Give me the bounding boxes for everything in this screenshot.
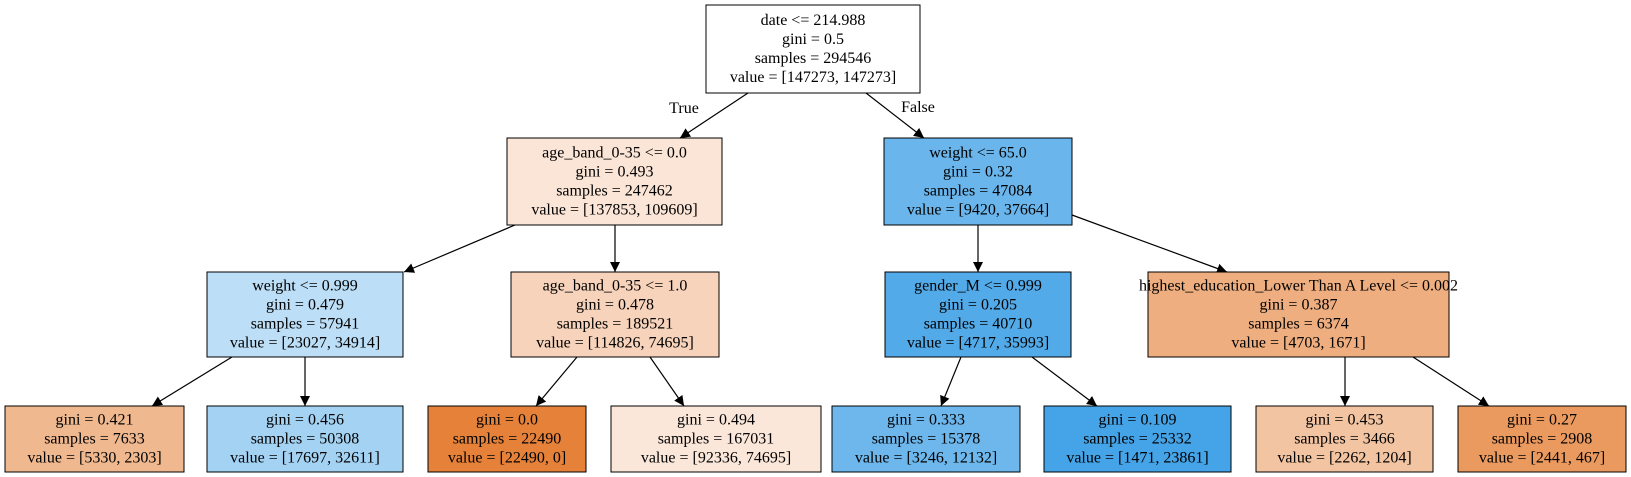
tree-node-l6: gini = 0.109 samples = 25332 value = [1471… <box>1043 405 1232 473</box>
tree-node-l4: gini = 0.494 samples = 167031 value = [923… <box>610 405 822 473</box>
nodes-layer: date <= 214.988 gini = 0.5 samples = 29454… <box>4 4 1627 473</box>
node-text-line: gini = 0.0 <box>476 412 538 429</box>
node-text-line: gini = 0.109 <box>1099 412 1177 429</box>
node-text-line: samples = 15378 <box>872 431 981 448</box>
node-text-line: samples = 167031 <box>658 431 775 448</box>
edge-n5-l6 <box>1031 356 1098 407</box>
node-box <box>831 405 1021 473</box>
node-box <box>506 137 723 226</box>
node-text-line: gini = 0.333 <box>887 412 965 429</box>
node-text-line: gender_M <= 0.999 <box>914 278 1042 295</box>
node-text-line: value = [3246, 12132] <box>855 450 997 467</box>
node-box <box>884 271 1072 358</box>
node-text-line: weight <= 65.0 <box>929 145 1027 162</box>
node-text-line: value = [137853, 109609] <box>531 202 697 219</box>
node-box <box>4 405 185 473</box>
node-text-line: gini = 0.478 <box>576 297 654 314</box>
edge-root-n2 <box>865 92 925 139</box>
node-text-line: samples = 22490 <box>453 431 562 448</box>
tree-node-l8: gini = 0.27 samples = 2908 value = [2441, … <box>1457 405 1627 473</box>
node-text-line: value = [1471, 23861] <box>1066 450 1208 467</box>
tree-node-l5: gini = 0.333 samples = 15378 value = [3246… <box>831 405 1021 473</box>
node-text-line: value = [22490, 0] <box>448 450 566 467</box>
node-text-line: gini = 0.5 <box>782 31 844 48</box>
node-text-line: highest_education_Lower Than A Level <= … <box>1139 278 1458 295</box>
node-text-line: gini = 0.205 <box>939 297 1017 314</box>
node-text-line: samples = 47084 <box>924 183 1033 200</box>
node-text-line: gini = 0.456 <box>266 412 344 429</box>
node-box <box>206 271 404 358</box>
tree-node-l7: gini = 0.453 samples = 3466 value = [2262,… <box>1255 405 1434 473</box>
edge-root-n1 <box>679 92 749 139</box>
node-text-line: value = [4703, 1671] <box>1231 335 1365 352</box>
node-text-line: gini = 0.32 <box>943 164 1013 181</box>
node-text-line: age_band_0-35 <= 0.0 <box>542 145 687 162</box>
tree-node-l2: gini = 0.456 samples = 50308 value = [1769… <box>206 405 404 473</box>
tree-node-root: date <= 214.988 gini = 0.5 samples = 29454… <box>705 4 921 94</box>
node-text-line: samples = 50308 <box>251 431 360 448</box>
node-box <box>1457 405 1627 473</box>
edge-n4-l3 <box>535 356 578 407</box>
node-text-line: samples = 294546 <box>755 50 872 67</box>
node-text-line: age_band_0-35 <= 1.0 <box>543 278 688 295</box>
node-box <box>427 405 587 473</box>
tree-node-n5: gender_M <= 0.999 gini = 0.205 samples = 4… <box>884 271 1072 358</box>
node-box <box>510 271 720 358</box>
node-box <box>1255 405 1434 473</box>
node-text-line: value = [2441, 467] <box>1479 450 1605 467</box>
tree-node-n6: highest_education_Lower Than A Level <= … <box>1139 271 1458 358</box>
node-text-line: samples = 247462 <box>556 183 673 200</box>
tree-node-n1: age_band_0-35 <= 0.0 gini = 0.493 samples … <box>506 137 723 226</box>
edge-n2-n6 <box>1071 214 1228 274</box>
node-text-line: gini = 0.453 <box>1306 412 1384 429</box>
node-box <box>883 137 1073 226</box>
edge-n3-l1 <box>151 356 233 407</box>
node-text-line: samples = 40710 <box>924 316 1033 333</box>
node-box <box>206 405 404 473</box>
node-box <box>610 405 822 473</box>
edge-label-false: False <box>901 99 935 116</box>
node-text-line: gini = 0.387 <box>1260 297 1338 314</box>
node-text-line: samples = 3466 <box>1294 431 1395 448</box>
node-text-line: value = [4717, 35993] <box>907 335 1049 352</box>
node-text-line: value = [5330, 2303] <box>27 450 161 467</box>
edge-label-true: True <box>669 100 699 117</box>
edge-n6-l8 <box>1412 356 1490 407</box>
edge-n5-l5 <box>940 356 962 407</box>
node-text-line: value = [2262, 1204] <box>1277 450 1411 467</box>
node-box <box>705 4 921 94</box>
node-text-line: gini = 0.479 <box>266 297 344 314</box>
node-text-line: samples = 7633 <box>44 431 145 448</box>
tree-node-n4: age_band_0-35 <= 1.0 gini = 0.478 samples … <box>510 271 720 358</box>
edge-n1-n3 <box>403 224 516 273</box>
node-text-line: value = [23027, 34914] <box>230 335 380 352</box>
node-text-line: samples = 6374 <box>1248 316 1349 333</box>
node-text-line: samples = 25332 <box>1083 431 1192 448</box>
node-text-line: samples = 2908 <box>1492 431 1593 448</box>
edge-n4-l4 <box>649 356 685 407</box>
node-text-line: value = [9420, 37664] <box>907 202 1049 219</box>
node-text-line: gini = 0.493 <box>576 164 654 181</box>
tree-node-n3: weight <= 0.999 gini = 0.479 samples = 579… <box>206 271 404 358</box>
node-box <box>1147 271 1450 358</box>
node-text-line: samples = 189521 <box>557 316 674 333</box>
node-text-line: gini = 0.421 <box>56 412 134 429</box>
node-text-line: value = [147273, 147273] <box>730 69 896 86</box>
node-box <box>1043 405 1232 473</box>
node-text-line: samples = 57941 <box>251 316 360 333</box>
tree-node-l1: gini = 0.421 samples = 7633 value = [5330,… <box>4 405 185 473</box>
node-text-line: gini = 0.494 <box>677 412 755 429</box>
edges-layer: True False <box>151 92 1490 407</box>
node-text-line: value = [17697, 32611] <box>230 450 380 467</box>
node-text-line: weight <= 0.999 <box>252 278 358 295</box>
tree-node-n2: weight <= 65.0 gini = 0.32 samples = 47084… <box>883 137 1073 226</box>
tree-node-l3: gini = 0.0 samples = 22490 value = [22490,… <box>427 405 587 473</box>
node-text-line: date <= 214.988 <box>761 12 866 29</box>
node-text-line: value = [92336, 74695] <box>641 450 791 467</box>
node-text-line: value = [114826, 74695] <box>536 335 694 352</box>
node-text-line: gini = 0.27 <box>1507 412 1577 429</box>
